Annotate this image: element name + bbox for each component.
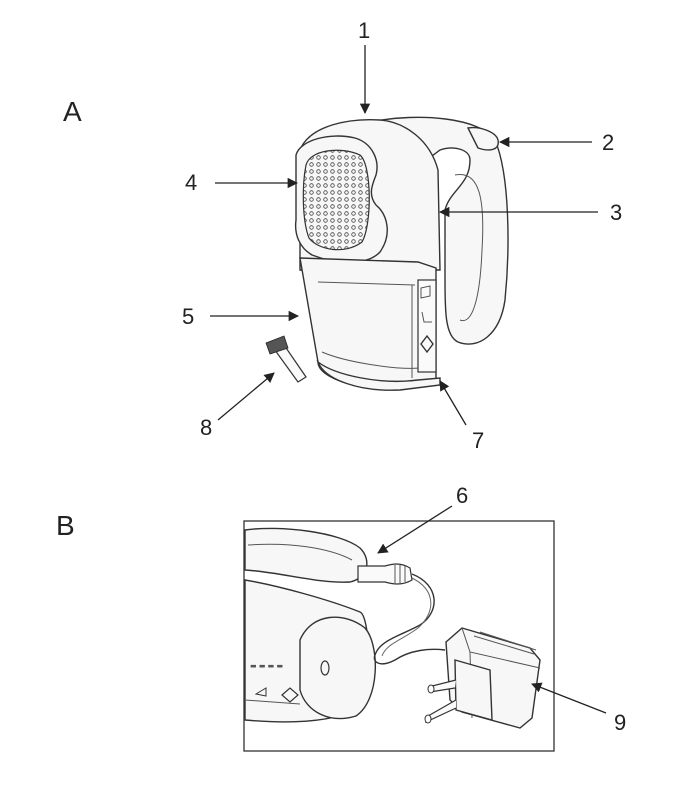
cable-plug-icon	[357, 563, 446, 665]
section-label-a: A	[63, 96, 82, 127]
svg-text:▬ ▬ ▬ ▬: ▬ ▬ ▬ ▬	[250, 662, 283, 670]
callout-8-label: 8	[200, 415, 212, 440]
callout-9-arrow	[531, 682, 607, 714]
callout-2-label: 2	[602, 130, 614, 155]
callout-6-arrow	[377, 505, 453, 554]
power-adapter-icon	[424, 627, 541, 729]
callout-9-label: 9	[614, 710, 626, 735]
callout-5-label: 5	[182, 304, 194, 329]
callout-7-arrow	[439, 380, 467, 426]
callout-3-label: 3	[610, 200, 622, 225]
callout-4-label: 4	[185, 170, 197, 195]
section-label-b: B	[56, 510, 75, 541]
callout-7-label: 7	[472, 428, 484, 453]
callout-1-label: 1	[358, 18, 370, 43]
callout-8-arrow	[217, 372, 275, 421]
callout-6-label: 6	[456, 483, 468, 508]
cleaning-brush-icon	[265, 335, 307, 383]
device-closeup: ▬ ▬ ▬ ▬	[244, 527, 377, 723]
lint-remover-device-icon	[294, 116, 509, 391]
